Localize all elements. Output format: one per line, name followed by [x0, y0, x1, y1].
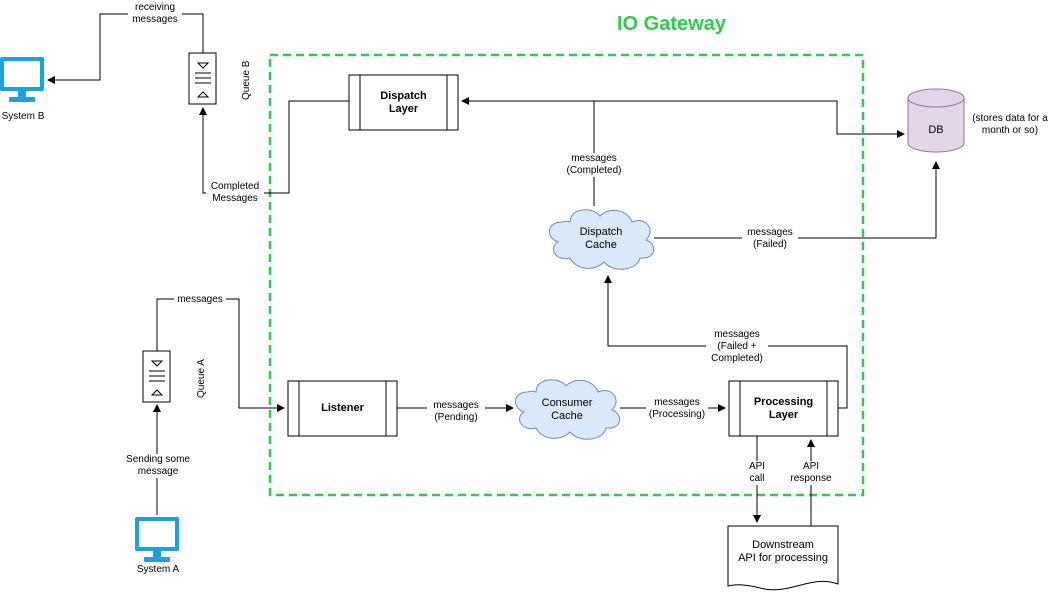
edge-label-sending: Sending some message — [119, 454, 197, 478]
io-gateway-boundary — [268, 53, 865, 497]
edge-label-completed: messages (Completed) — [562, 153, 626, 177]
edge-label-processing: messages (Processing) — [646, 397, 708, 421]
edge-dispatch-to-db — [594, 100, 905, 138]
edge-label-messages-a: messages — [174, 294, 226, 306]
queue-a-icon — [142, 350, 171, 403]
queue-b-icon — [188, 52, 217, 105]
dispatch-cache-cloud — [549, 209, 655, 270]
gateway-title: IO Gateway — [617, 13, 726, 35]
edge-queue-a-to-listener — [156, 298, 285, 412]
system-a-label: System A — [136, 564, 180, 575]
edge-label-failed-completed: messages (Failed + Completed) — [706, 329, 768, 365]
db-cylinder — [907, 88, 965, 153]
downstream-api-document — [727, 525, 839, 591]
edge-label-receiving: receiving messages — [128, 2, 182, 26]
queue-b-label: Queue B — [241, 60, 252, 100]
edge-label-completed-messages: Completed Messages — [206, 181, 264, 205]
edge-label-failed: messages (Failed) — [742, 227, 798, 251]
system-b-monitor-icon — [0, 57, 44, 102]
listener-label: Listener — [321, 402, 364, 414]
dispatch-layer-label: Dispatch Layer — [380, 90, 427, 115]
consumer-cache-label: Consumer Cache — [541, 397, 593, 422]
edge-processing-to-dispatch-cache — [604, 275, 848, 409]
system-b-label: System B — [1, 111, 45, 122]
system-a-monitor-icon — [135, 517, 179, 562]
edge-label-api-call: API call — [744, 461, 770, 485]
db-label: DB — [928, 124, 944, 136]
consumer-cache-cloud — [515, 379, 621, 440]
dispatch-layer-box — [348, 74, 459, 131]
downstream-api-label: Downstream API for processing — [738, 539, 828, 564]
edge-label-api-response: API response — [788, 461, 834, 485]
dispatch-cache-label: Dispatch Cache — [579, 226, 623, 251]
db-note: (stores data for a month or so) — [972, 113, 1048, 136]
edge-queue-b-to-system-b — [47, 13, 204, 84]
processing-layer-label: Processing Layer — [753, 396, 814, 421]
listener-box — [287, 380, 398, 437]
queue-a-label: Queue A — [196, 359, 207, 398]
edge-dispatch-to-queue-b — [199, 100, 349, 194]
edge-label-pending: messages (Pending) — [427, 400, 485, 424]
